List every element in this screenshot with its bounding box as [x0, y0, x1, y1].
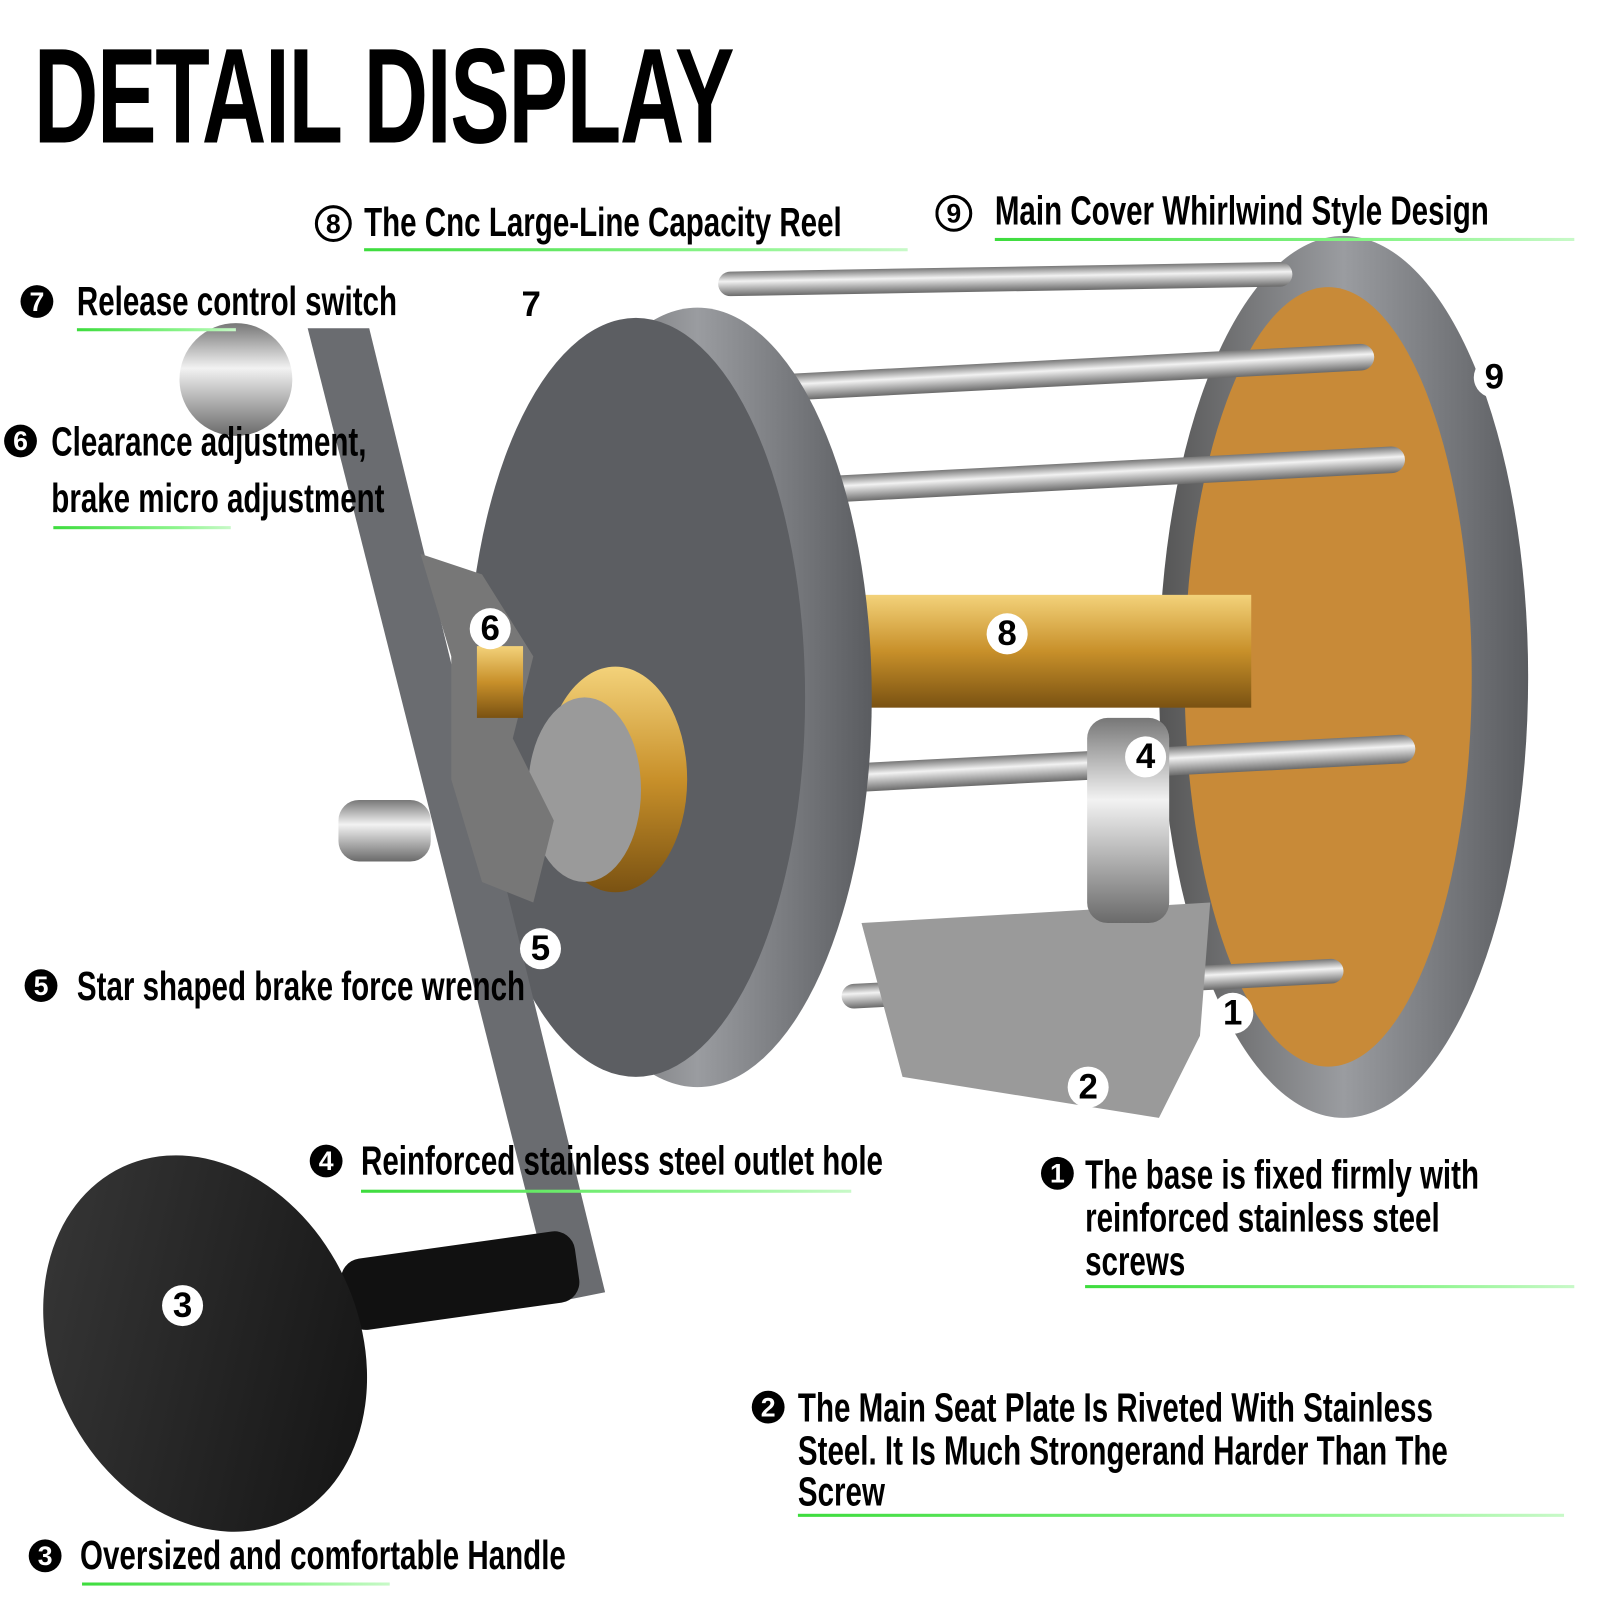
callout-2: 2	[1067, 1066, 1109, 1108]
label-4: Reinforced stainless steel outlet hole	[361, 1138, 883, 1184]
underline-8	[364, 248, 908, 252]
underline-1	[1085, 1285, 1575, 1289]
label-6-line-2: brake micro adjustment	[51, 475, 385, 522]
label-1-line-2: reinforced stainless steel	[1085, 1195, 1440, 1241]
callout-3: 3	[162, 1285, 204, 1327]
badge-7: 7	[20, 285, 54, 318]
underline-3	[82, 1582, 390, 1586]
page-title: DETAIL DISPLAY	[33, 20, 735, 172]
badge-1: 1	[1040, 1156, 1074, 1190]
handle-knob	[43, 1155, 368, 1532]
badge-5: 5	[24, 969, 58, 1003]
handle-arm	[307, 328, 606, 1303]
label-7: Release control switch	[76, 278, 398, 325]
badge-4: 4	[309, 1144, 343, 1178]
callout-5: 5	[519, 928, 562, 970]
label-3: Oversized and comfortable Handle	[79, 1533, 566, 1579]
label-1-line-1: The base is fixed firmly with	[1085, 1152, 1480, 1198]
callout-8: 8	[986, 613, 1028, 655]
spool-flange	[1184, 287, 1472, 1067]
underline-6	[53, 526, 231, 530]
label-1-line-3: screws	[1085, 1238, 1186, 1285]
callout-6: 6	[469, 608, 511, 650]
label-5: Star shaped brake force wrench	[76, 964, 526, 1010]
label-2-line-3: Screw	[797, 1469, 885, 1515]
spool	[799, 594, 1252, 708]
callout-1: 1	[1212, 992, 1254, 1034]
underline-2	[797, 1513, 1565, 1517]
label-9: Main Cover Whirlwind Style Design	[994, 188, 1489, 234]
label-2-line-1: The Main Seat Plate Is Riveted With Stai…	[797, 1385, 1433, 1431]
release-knob	[179, 323, 293, 436]
label-6-line-1: Clearance adjustment,	[51, 419, 367, 465]
seat-plate	[861, 902, 1211, 1118]
callout-7: 7	[510, 284, 552, 326]
callout-4: 4	[1125, 736, 1167, 778]
label-8: The Cnc Large-Line Capacity Reel	[364, 199, 842, 246]
badge-9: 9	[935, 194, 973, 232]
underline-4	[361, 1189, 852, 1193]
underline-7	[76, 328, 236, 332]
badge-8: 8	[314, 205, 352, 243]
badge-3: 3	[28, 1539, 62, 1573]
underline-9	[994, 237, 1575, 242]
badge-6: 6	[4, 424, 37, 458]
callout-9: 9	[1473, 356, 1515, 398]
star-drag	[420, 553, 554, 903]
label-2-line-2: Steel. It Is Much Strongerand Harder Tha…	[797, 1428, 1448, 1474]
badge-2: 2	[751, 1390, 785, 1424]
